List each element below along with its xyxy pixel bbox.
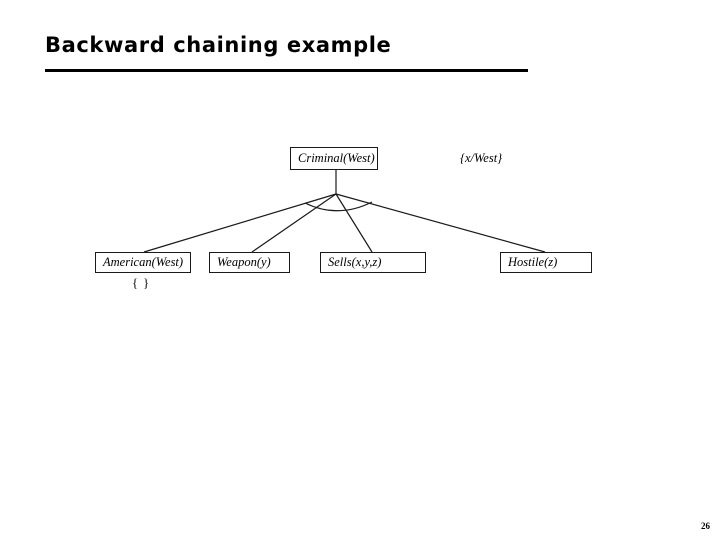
edge-to-sells [335,193,373,253]
substitution-label-american: { } [132,276,151,290]
tree-node-sells[interactable]: Sells(x,y,z) [320,252,426,273]
edge-to-hostile [335,193,546,253]
edge-to-weapon [251,193,337,253]
tree-node-weapon[interactable]: Weapon(y) [209,252,290,273]
page-title: Backward chaining example [45,33,392,57]
tree-node-hostile[interactable]: Hostile(z) [500,252,592,273]
title-underline-rule [45,69,528,72]
title-block: Backward chaining example [45,32,535,58]
tree-node-american[interactable]: American(West) [95,252,191,273]
tree-node-criminal[interactable]: Criminal(West) [290,147,378,170]
substitution-label-root: {x/West} [460,151,503,165]
conjunction-arc-icon [304,201,373,212]
page-number: 26 [701,521,710,531]
edge-to-american [143,193,337,253]
